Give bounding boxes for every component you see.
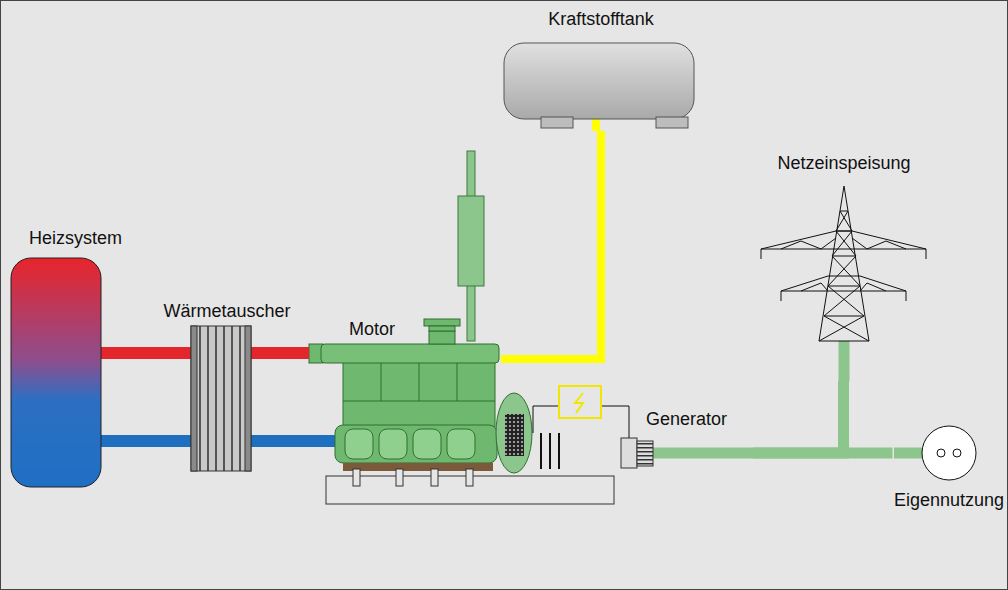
pipe-connector <box>298 347 309 359</box>
exhaust-pipe <box>458 151 484 341</box>
pipe-connector <box>501 131 601 359</box>
heat-storage-tank <box>11 258 101 487</box>
labeled-component: Kraftstofftank <box>501 7 701 131</box>
labeled-component: Motor <box>309 317 501 507</box>
coupling <box>496 393 532 473</box>
component-label: Wärmetauscher <box>163 301 290 323</box>
component-label: Eigennutzung <box>894 490 1004 512</box>
power-pylon <box>761 186 926 341</box>
component-label: Generator <box>646 409 727 431</box>
pipe-connector <box>143 347 156 359</box>
labeled-component: Generator <box>631 407 753 471</box>
generator <box>533 386 653 469</box>
component-label: Heizsystem <box>29 228 122 250</box>
labeled-component: Wärmetauscher <box>156 299 298 473</box>
pipe-connector <box>753 448 893 459</box>
pipe-connector <box>753 381 844 453</box>
labeled-component: Heizsystem <box>9 226 143 489</box>
component-label: Kraftstofftank <box>548 9 654 31</box>
pipe-connector <box>298 435 309 447</box>
labeled-component: Netzeinspeisung <box>756 151 932 381</box>
component-label: Motor <box>349 319 395 341</box>
component-label: Netzeinspeisung <box>777 153 910 175</box>
power-socket <box>922 426 976 480</box>
heat-exchanger <box>191 326 251 471</box>
fuel-tank <box>504 43 694 128</box>
labeled-component: Eigennutzung <box>893 421 1006 516</box>
engine-mount <box>326 463 614 504</box>
engine <box>309 319 499 463</box>
pipe-connector <box>143 435 156 447</box>
